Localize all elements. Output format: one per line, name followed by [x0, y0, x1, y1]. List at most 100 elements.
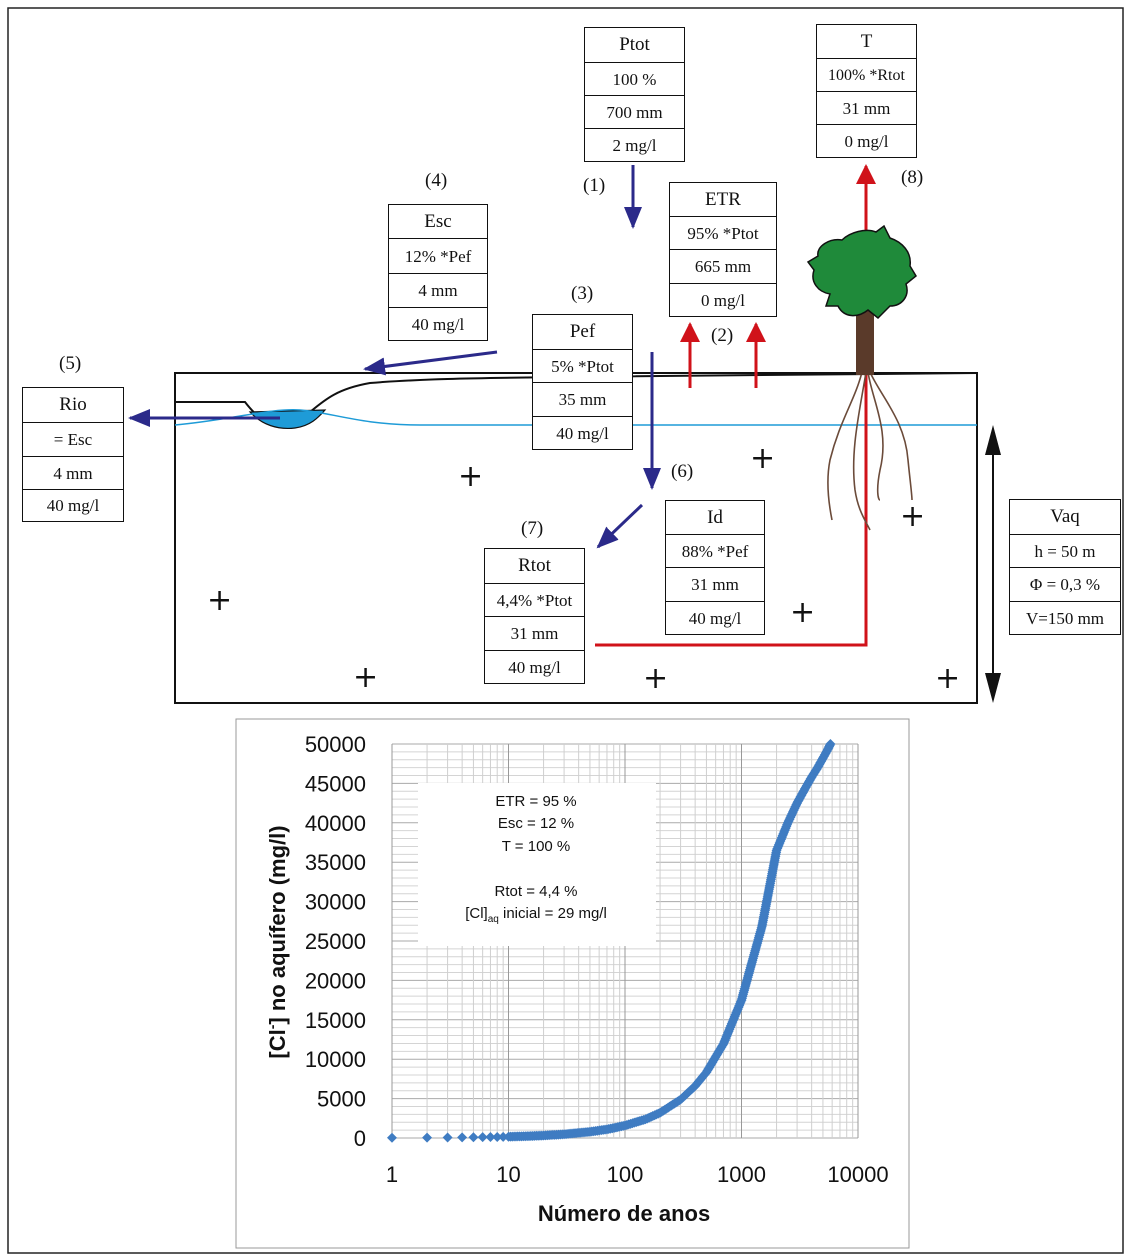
- y-tick-label: 0: [354, 1126, 366, 1151]
- outer-border: [7, 7, 1124, 1254]
- series-point: [736, 995, 747, 1006]
- series-point: [792, 798, 803, 809]
- box-t: T 100% *Rtot 31 mm 0 mg/l: [816, 24, 917, 158]
- y-label-part: ] no aquífero (mg/l): [265, 825, 290, 1024]
- series-point: [771, 845, 782, 856]
- x-tick-label: 10: [496, 1162, 520, 1187]
- series-point: [757, 921, 768, 932]
- series-point: [584, 1126, 595, 1137]
- series-point: [559, 1129, 570, 1140]
- tree-crown: [806, 224, 917, 320]
- marker-5: (5): [59, 353, 82, 374]
- plus-mark: +: [643, 661, 669, 696]
- series-point: [799, 783, 810, 794]
- series-point: [538, 1130, 549, 1141]
- series-point: [806, 772, 817, 783]
- plus-mark: +: [458, 459, 484, 494]
- y-tick-labels: 0500010000150002000025000300003500040000…: [305, 732, 366, 1151]
- marker-7: (7): [521, 518, 544, 539]
- series-point: [485, 1132, 496, 1143]
- tree-trunk: [856, 310, 874, 375]
- annotation-part: inicial = 29 mg/l: [499, 905, 607, 922]
- box-row: 40 mg/l: [389, 307, 487, 340]
- box-row: 4,4% *Ptot: [485, 583, 584, 616]
- annotation-line: Rtot = 4,4 %: [495, 883, 578, 900]
- box-row: 665 mm: [670, 249, 776, 283]
- x-tick-label: 1000: [717, 1162, 766, 1187]
- annotation-part: [Cl]: [465, 905, 488, 922]
- plus-mark: +: [790, 595, 816, 630]
- series-point: [825, 739, 836, 749]
- box-row: 31 mm: [485, 616, 584, 650]
- series-point: [817, 753, 828, 764]
- annotation-line: [Cl]aq inicial = 29 mg/l: [465, 905, 607, 925]
- box-row: 40 mg/l: [23, 489, 123, 521]
- marker-3: (3): [571, 283, 594, 304]
- box-title: Ptot: [619, 34, 650, 55]
- series-point: [477, 1132, 488, 1143]
- series-point: [503, 1131, 514, 1142]
- box-row: = Esc: [23, 422, 123, 456]
- y-tick-label: 50000: [305, 732, 366, 757]
- box-row: 5% *Ptot: [533, 349, 632, 382]
- series-point: [812, 762, 823, 773]
- plus-mark: +: [900, 499, 926, 534]
- series-point: [701, 1067, 712, 1078]
- series-point: [468, 1132, 479, 1143]
- box-id: Id 88% *Pef 31 mm 40 mg/l: [665, 500, 765, 635]
- marker-1: (1): [583, 175, 606, 196]
- box-row: 35 mm: [533, 382, 632, 416]
- box-row: V=150 mm: [1010, 601, 1120, 634]
- box-title: T: [860, 31, 873, 52]
- series-point: [387, 1132, 397, 1143]
- annotation-line: Esc = 12 %: [498, 815, 574, 832]
- box-rio: Rio = Esc 4 mm 40 mg/l: [22, 387, 124, 522]
- series-point: [492, 1131, 503, 1142]
- box-row: 100 %: [585, 62, 684, 95]
- series-point: [718, 1038, 729, 1049]
- box-row: 12% *Pef: [389, 238, 487, 273]
- box-row: 4 mm: [23, 456, 123, 489]
- box-row: 0 mg/l: [670, 283, 776, 316]
- box-title: Vaq: [1050, 506, 1080, 527]
- plus-mark: +: [207, 583, 233, 618]
- plus-mark: +: [353, 660, 379, 695]
- x-tick-label: 1: [386, 1162, 398, 1187]
- arrow-recharge: [596, 503, 644, 549]
- box-title: Rio: [59, 394, 87, 415]
- y-tick-label: 10000: [305, 1047, 366, 1072]
- box-rtot: Rtot 4,4% *Ptot 31 mm 40 mg/l: [484, 548, 585, 684]
- box-row: 40 mg/l: [666, 601, 764, 634]
- box-row: 31 mm: [666, 567, 764, 601]
- marker-4: (4): [425, 170, 448, 191]
- box-title: Pef: [569, 321, 596, 342]
- series-point: [640, 1114, 651, 1125]
- box-row: 100% *Rtot: [817, 58, 916, 91]
- box-row: 40 mg/l: [533, 416, 632, 449]
- box-row: h = 50 m: [1010, 534, 1120, 567]
- box-pef: Pef 5% *Ptot 35 mm 40 mg/l: [532, 314, 633, 450]
- y-label-part: [Cl: [265, 1029, 290, 1058]
- y-tick-label: 35000: [305, 850, 366, 875]
- box-row: 4 mm: [389, 273, 487, 307]
- box-title: Esc: [424, 211, 452, 232]
- box-title: Id: [707, 507, 723, 528]
- annotation-box: [418, 783, 656, 946]
- annotation-line: ETR = 95 %: [495, 793, 576, 810]
- series-point: [675, 1094, 686, 1105]
- series-point: [498, 1131, 509, 1142]
- y-tick-label: 5000: [317, 1087, 366, 1112]
- thickness-arrow-top: [985, 425, 1001, 455]
- box-etr: ETR 95% *Ptot 665 mm 0 mg/l: [669, 182, 777, 317]
- series-point: [601, 1124, 612, 1135]
- y-tick-label: 25000: [305, 929, 366, 954]
- series-point: [782, 817, 793, 828]
- y-tick-label: 20000: [305, 968, 366, 993]
- box-row: 95% *Ptot: [670, 216, 776, 249]
- y-label-sup: -: [264, 1024, 280, 1029]
- box-row: 2 mg/l: [585, 128, 684, 161]
- tree-roots: [827, 371, 913, 531]
